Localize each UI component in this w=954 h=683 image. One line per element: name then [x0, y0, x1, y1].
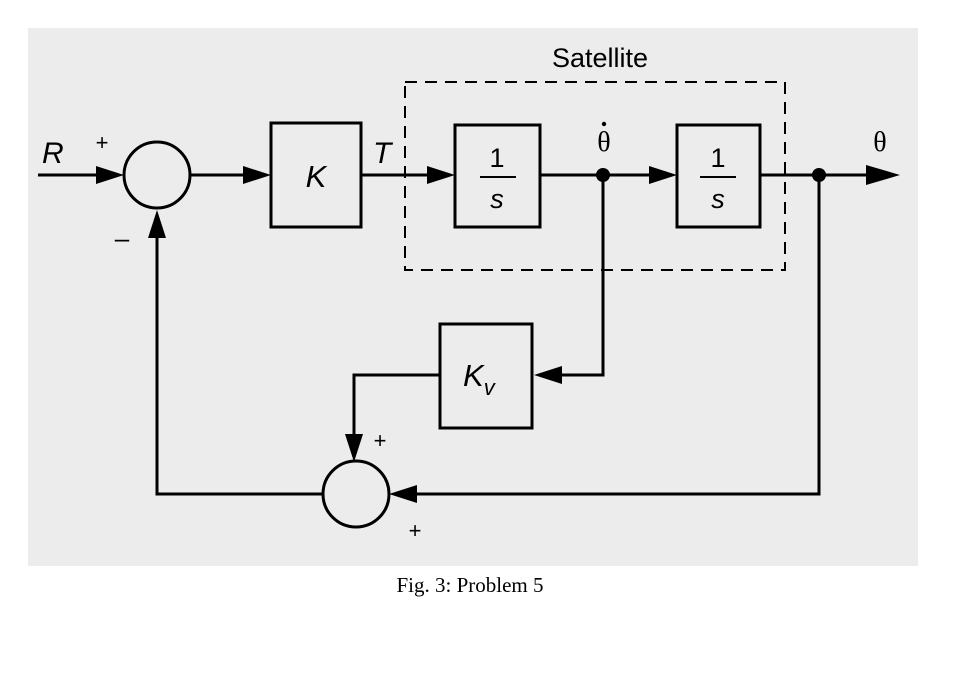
figure-caption: Fig. 3: Problem 5 — [396, 573, 543, 597]
diagram-background — [28, 28, 918, 566]
gain-kv-label: Kv — [463, 358, 497, 400]
output-arrowhead — [866, 165, 900, 185]
position-feedback-path — [148, 175, 821, 503]
integrator2-input-arrowhead — [649, 166, 677, 184]
integrator-2-numerator: 1 — [710, 143, 725, 173]
sum1-plus-sign: + — [96, 130, 109, 155]
sum2-right-arrowhead — [389, 485, 417, 503]
integrator-2-block: 1 s — [675, 123, 762, 229]
theta-dot-pickoff-node — [596, 168, 610, 182]
integrator-1-block: 1 s — [453, 123, 542, 229]
integrator-2-denominator: s — [711, 184, 725, 214]
sum2-right-plus-sign: + — [409, 518, 422, 543]
sum2-top-arrowhead — [345, 434, 363, 462]
sum2-top-plus-sign: + — [374, 428, 387, 453]
gain-k-box — [269, 121, 363, 229]
kv-to-sum2-wire — [352, 373, 440, 440]
sum1-bottom-arrowhead — [148, 210, 166, 238]
output-theta-label: θ — [873, 127, 886, 158]
summing-junction-1 — [122, 140, 192, 210]
summing-junction-2 — [321, 459, 391, 529]
theta-pickoff-node — [812, 168, 826, 182]
integrator-1-denominator: s — [490, 184, 504, 214]
gain-kv-main: K — [463, 358, 485, 393]
gain-kv-subscript: v — [484, 375, 497, 400]
theta-dot-tap-wire — [556, 175, 605, 377]
gain-kv-block: Kv — [438, 322, 534, 430]
satellite-label: Satellite — [552, 43, 648, 73]
input-arrowhead — [96, 166, 124, 184]
theta-dot-overdot — [601, 121, 607, 127]
integrator-1-numerator: 1 — [489, 143, 504, 173]
gain-k-block: K — [269, 121, 363, 229]
sum2-to-sum1-wire — [155, 232, 322, 496]
velocity-feedback-path — [345, 175, 605, 462]
signal-t-label: T — [373, 137, 394, 170]
integrator1-input-arrowhead — [427, 166, 455, 184]
gain-kv-box — [438, 322, 534, 430]
sum1-minus-sign: – — [115, 223, 130, 253]
theta-dot-label: θ — [597, 127, 610, 158]
input-r-label: R — [42, 137, 64, 170]
k-input-arrowhead — [243, 166, 271, 184]
theta-tap-wire — [412, 175, 821, 496]
kv-input-arrowhead — [534, 366, 562, 384]
gain-k-label: K — [306, 159, 328, 194]
